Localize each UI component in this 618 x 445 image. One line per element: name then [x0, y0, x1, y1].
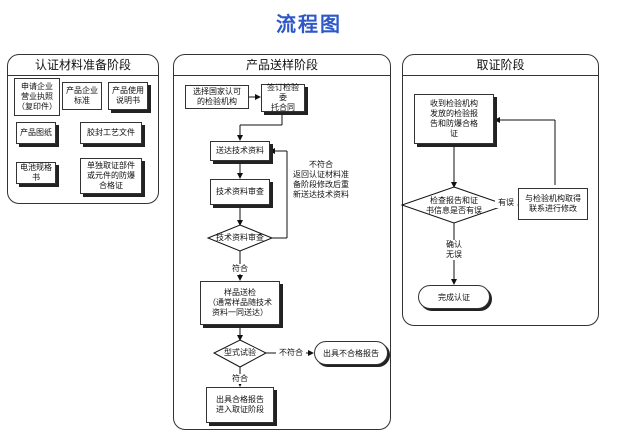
step-pass-report: 出具合格报告 进入取证阶段	[206, 387, 274, 423]
fail-report: 出具不合格报告	[314, 341, 388, 365]
panel-certification-title: 取证阶段	[403, 55, 598, 76]
page-title: 流程图	[276, 12, 342, 36]
prep-drawings: 产品图纸	[16, 122, 56, 144]
step-send-docs: 送达技术资料	[210, 141, 270, 161]
decision-check-report	[400, 186, 508, 224]
step-doc-review: 技术资料审查	[210, 179, 270, 205]
fail-label-2: 不符合	[276, 348, 306, 358]
pass-label-1: 符合	[226, 264, 254, 274]
prep-business-license: 申请企业 营业执照 （复印件）	[14, 78, 60, 116]
error-label: 有误	[495, 198, 517, 208]
prep-sealing-process: 胶封工艺文件	[80, 122, 142, 144]
step-sign-contract: 签订检验委 托合同	[261, 83, 305, 112]
panel-material-prep-title: 认证材料准备阶段	[8, 55, 158, 76]
prep-battery-spec: 电池规格书	[16, 162, 56, 184]
panel-sample: 产品送样阶段	[173, 54, 391, 430]
step-contact-lab: 与检验机构取得 联系进行修改	[518, 188, 588, 220]
panel-sample-title: 产品送样阶段	[174, 55, 390, 76]
prep-ex-certificate: 单独取证部件 或元件的防爆 合格证	[80, 158, 142, 194]
decision-tech-review	[206, 224, 274, 252]
fail-return-label: 不符合 返回认证材料准 备阶段修改后重 新送达技术资料	[293, 160, 349, 199]
prep-enterprise-standard: 产品企业 标准	[62, 82, 102, 110]
decision-check-report-label: 检查报告和证 书信息是否有误	[426, 196, 482, 215]
step-receive-certificate: 收到检验机构 发放的检验报 告和防爆合格 证	[414, 94, 494, 144]
ok-label: 确认 无误	[438, 240, 470, 260]
complete-certification: 完成认证	[418, 285, 490, 309]
prep-user-manual: 产品使用 说明书	[108, 82, 148, 110]
step-sample-delivery: 样品送检 （通常样品随技术 资料一同送达）	[200, 281, 280, 325]
step-select-lab: 选择国家认可 的检验机构	[185, 85, 249, 109]
decision-type-test-label: 型式试验	[224, 348, 256, 357]
decision-type-test	[212, 339, 268, 368]
pass-label-2: 符合	[226, 374, 254, 384]
decision-tech-review-label: 技术资料审查	[216, 233, 264, 242]
